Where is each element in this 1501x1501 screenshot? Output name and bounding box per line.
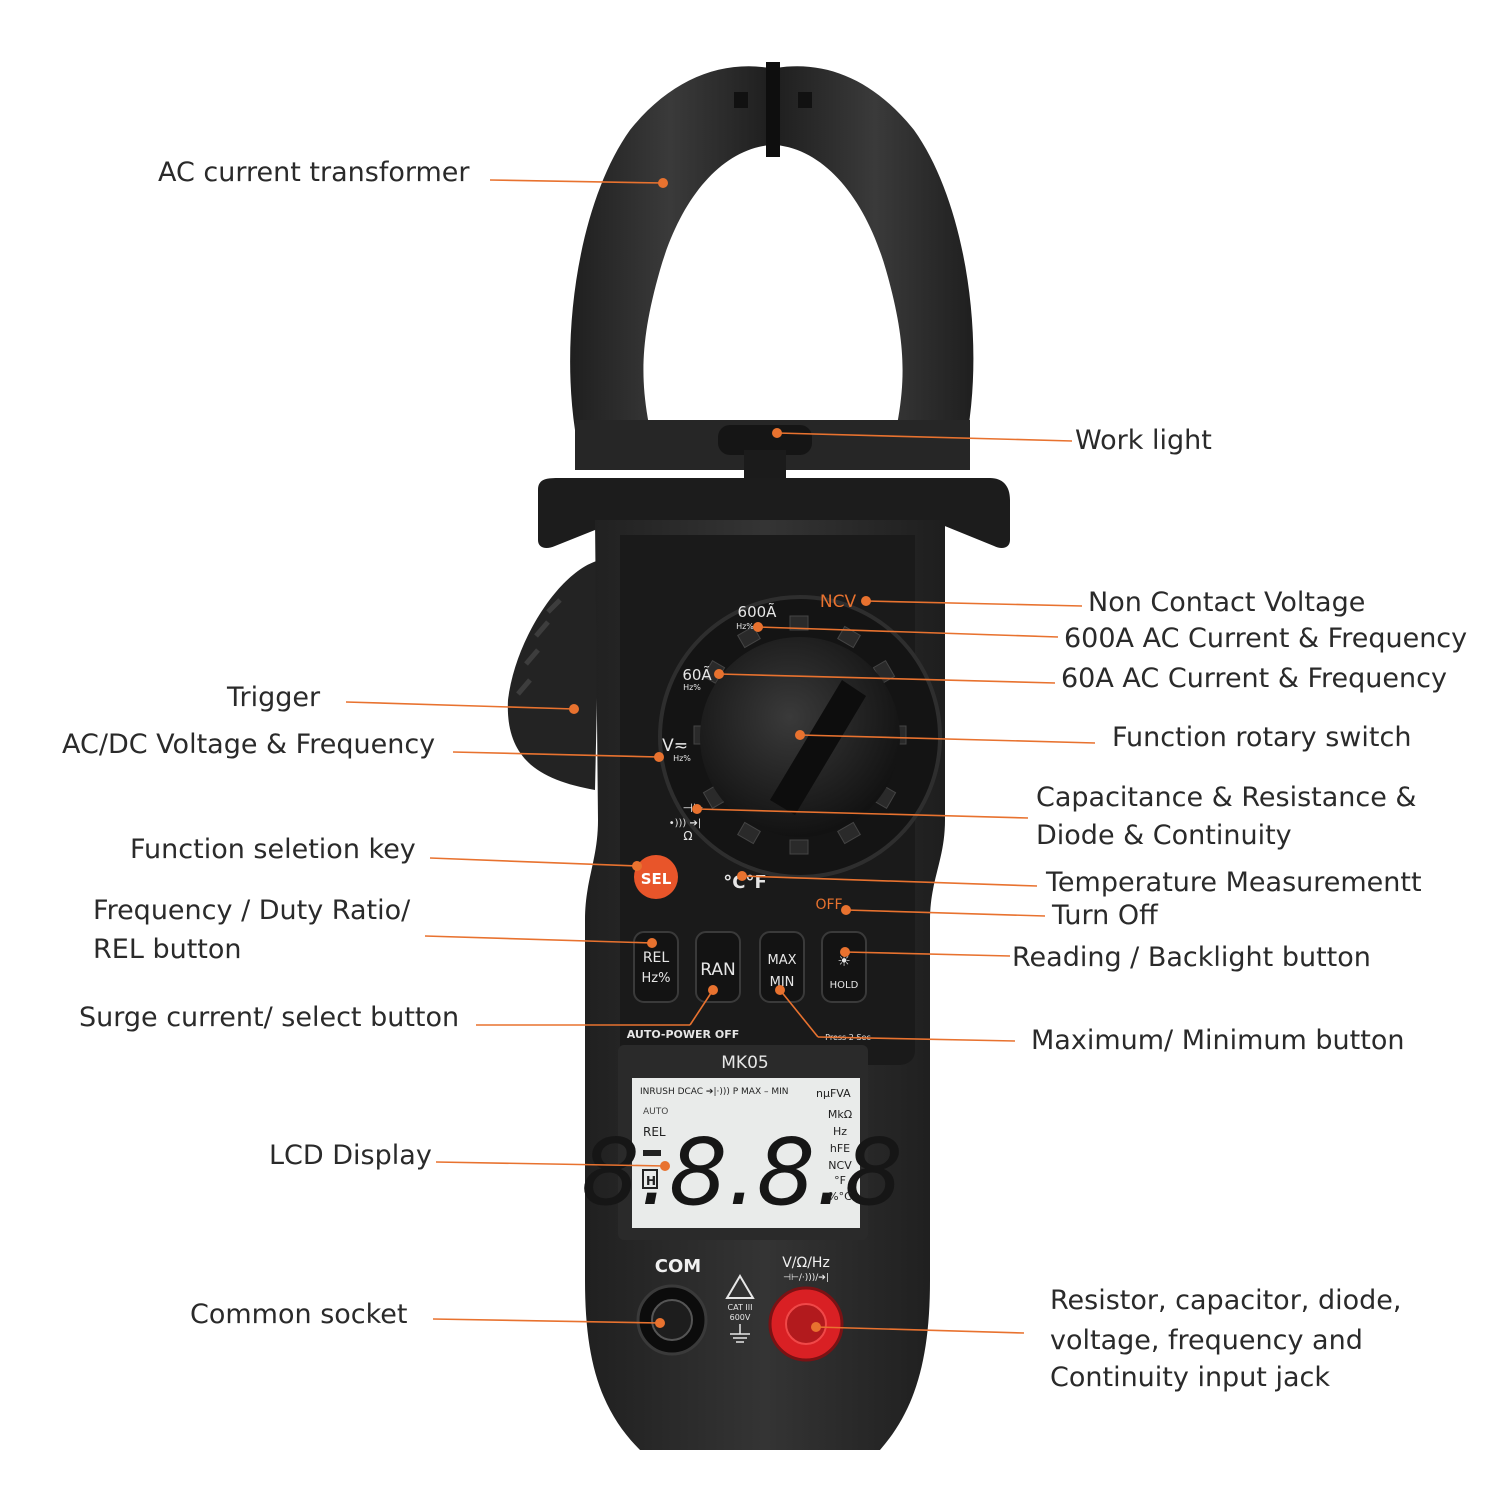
min-button-label: MIN xyxy=(770,975,795,990)
lcd-digits: 8.8.8.8 xyxy=(581,1119,903,1226)
input-jack-inner xyxy=(785,1303,827,1345)
dial-off: OFF xyxy=(815,897,842,913)
label-frequency-line1: Frequency / Duty Ratio/ xyxy=(93,895,411,926)
lcd-hold-box xyxy=(642,1169,658,1189)
warning-triangle-icon xyxy=(725,1274,755,1299)
vohz-label: V/Ω/Hz xyxy=(782,1255,830,1271)
max-min-button[interactable] xyxy=(759,931,805,1003)
vohz-sub-label: ⊣⊢/·)))/➔| xyxy=(783,1273,829,1283)
hand-guard xyxy=(538,478,1010,548)
ran-button[interactable] xyxy=(695,931,741,1003)
label-reading-backlight: Reading / Backlight button xyxy=(1012,942,1371,973)
label-60a-ac-current: 60A AC Current & Frequency xyxy=(1061,663,1447,694)
dial-teeth xyxy=(693,615,907,855)
lcd-unit: °F xyxy=(834,1174,846,1187)
label-input-jack-line2: voltage, frequency and xyxy=(1050,1325,1363,1356)
hz-button-label: Hz% xyxy=(642,971,671,986)
label-capacitance-line2: Diode & Continuity xyxy=(1036,820,1292,851)
hold-backlight-button[interactable] xyxy=(821,931,867,1003)
label-surge-current: Surge current/ select button xyxy=(79,1002,460,1033)
clamp-meter: NCV 600Ã Hz% 60Ã Hz% V≂ Hz% ⊣⊢ •))) ➔| Ω… xyxy=(507,62,1010,1450)
label-ac-current-transformer: AC current transformer xyxy=(158,157,470,188)
dial-60a-sub: Hz% xyxy=(683,683,701,692)
lcd-unit: MkΩ xyxy=(828,1108,852,1121)
dial-ohm: Ω xyxy=(683,829,692,843)
com-socket-inner xyxy=(651,1299,693,1341)
ran-button-label: RAN xyxy=(700,960,735,980)
label-input-jack-line3: Continuity input jack xyxy=(1050,1362,1331,1393)
model-label: MK05 xyxy=(721,1053,768,1073)
lcd-unit: NCV xyxy=(828,1159,852,1172)
dial-continuity: •))) ➔| xyxy=(669,818,702,829)
dial-600a-sub: Hz% xyxy=(736,622,754,631)
lcd-unit: hFE xyxy=(830,1142,850,1155)
jaw-gap xyxy=(766,62,780,157)
dial-voltage: V≂ xyxy=(662,736,688,756)
label-frequency-line2: REL button xyxy=(93,934,242,965)
max-button-label: MAX xyxy=(767,953,796,968)
trigger xyxy=(507,560,600,790)
trigger-ridges xyxy=(516,598,562,696)
current-transformer-jaw-right xyxy=(776,66,974,430)
auto-power-off-label: AUTO-POWER OFF xyxy=(627,1028,739,1041)
lcd-minus xyxy=(643,1150,661,1156)
sel-button-label: SEL xyxy=(641,870,672,888)
lcd-top-indicators: INRUSH DCAC ➔|·))) P MAX – MIN xyxy=(640,1087,789,1097)
label-function-selection-key: Function seletion key xyxy=(130,834,416,865)
label-capacitance-line1: Capacitance & Resistance & xyxy=(1036,782,1417,813)
hold-button-label: HOLD xyxy=(830,980,859,991)
rotary-knob-pointer xyxy=(770,680,866,815)
label-maximum-minimum: Maximum/ Minimum button xyxy=(1031,1025,1405,1056)
com-label: COM xyxy=(655,1256,701,1277)
cat-label: CAT III xyxy=(728,1303,753,1312)
jaw-mark-right xyxy=(798,92,812,108)
label-common-socket: Common socket xyxy=(190,1299,408,1330)
lcd-unit: Hz xyxy=(833,1125,847,1138)
label-trigger: Trigger xyxy=(227,682,321,713)
label-work-light: Work light xyxy=(1075,425,1212,456)
cat-voltage-label: 600V xyxy=(730,1313,751,1322)
lcd-auto: AUTO xyxy=(643,1107,668,1117)
lcd-top-units: nμFVA xyxy=(816,1087,851,1100)
lcd-hold: H xyxy=(646,1174,656,1188)
label-input-jack-line1: Resistor, capacitor, diode, xyxy=(1050,1285,1402,1316)
label-turn-off: Turn Off xyxy=(1052,900,1158,931)
rel-hz-button[interactable] xyxy=(633,931,679,1003)
label-acdc-voltage: AC/DC Voltage & Frequency xyxy=(62,729,436,760)
ground-icon xyxy=(730,1324,750,1343)
work-light xyxy=(718,425,812,455)
label-600a-ac-current: 600A AC Current & Frequency xyxy=(1064,623,1468,654)
dial-60a: 60Ã xyxy=(682,665,712,684)
label-lcd-display: LCD Display xyxy=(269,1140,432,1171)
leader-lines xyxy=(345,178,1096,1334)
lcd-display xyxy=(632,1078,860,1228)
button-row: REL Hz% RAN MAX MIN ☀ HOLD xyxy=(633,931,867,1003)
lcd-unit-column: MkΩ Hz hFE NCV °F %°C xyxy=(828,1108,852,1203)
lcd-unit: %°C xyxy=(828,1190,852,1203)
dial-600a: 600Ã xyxy=(738,602,778,621)
backlight-icon: ☀ xyxy=(837,952,850,970)
current-transformer-jaw xyxy=(570,66,770,430)
label-temperature: Temperature Measurementt xyxy=(1046,867,1422,898)
rel-button-label: REL xyxy=(643,950,670,966)
dial-voltage-sub: Hz% xyxy=(673,754,691,763)
dial-ncv: NCV xyxy=(820,592,857,612)
lcd-rel: REL xyxy=(643,1125,666,1139)
label-non-contact-voltage: Non Contact Voltage xyxy=(1088,587,1366,618)
sel-button[interactable] xyxy=(634,855,678,899)
label-function-rotary-switch: Function rotary switch xyxy=(1112,722,1412,753)
jaw-mark-left xyxy=(734,92,748,108)
